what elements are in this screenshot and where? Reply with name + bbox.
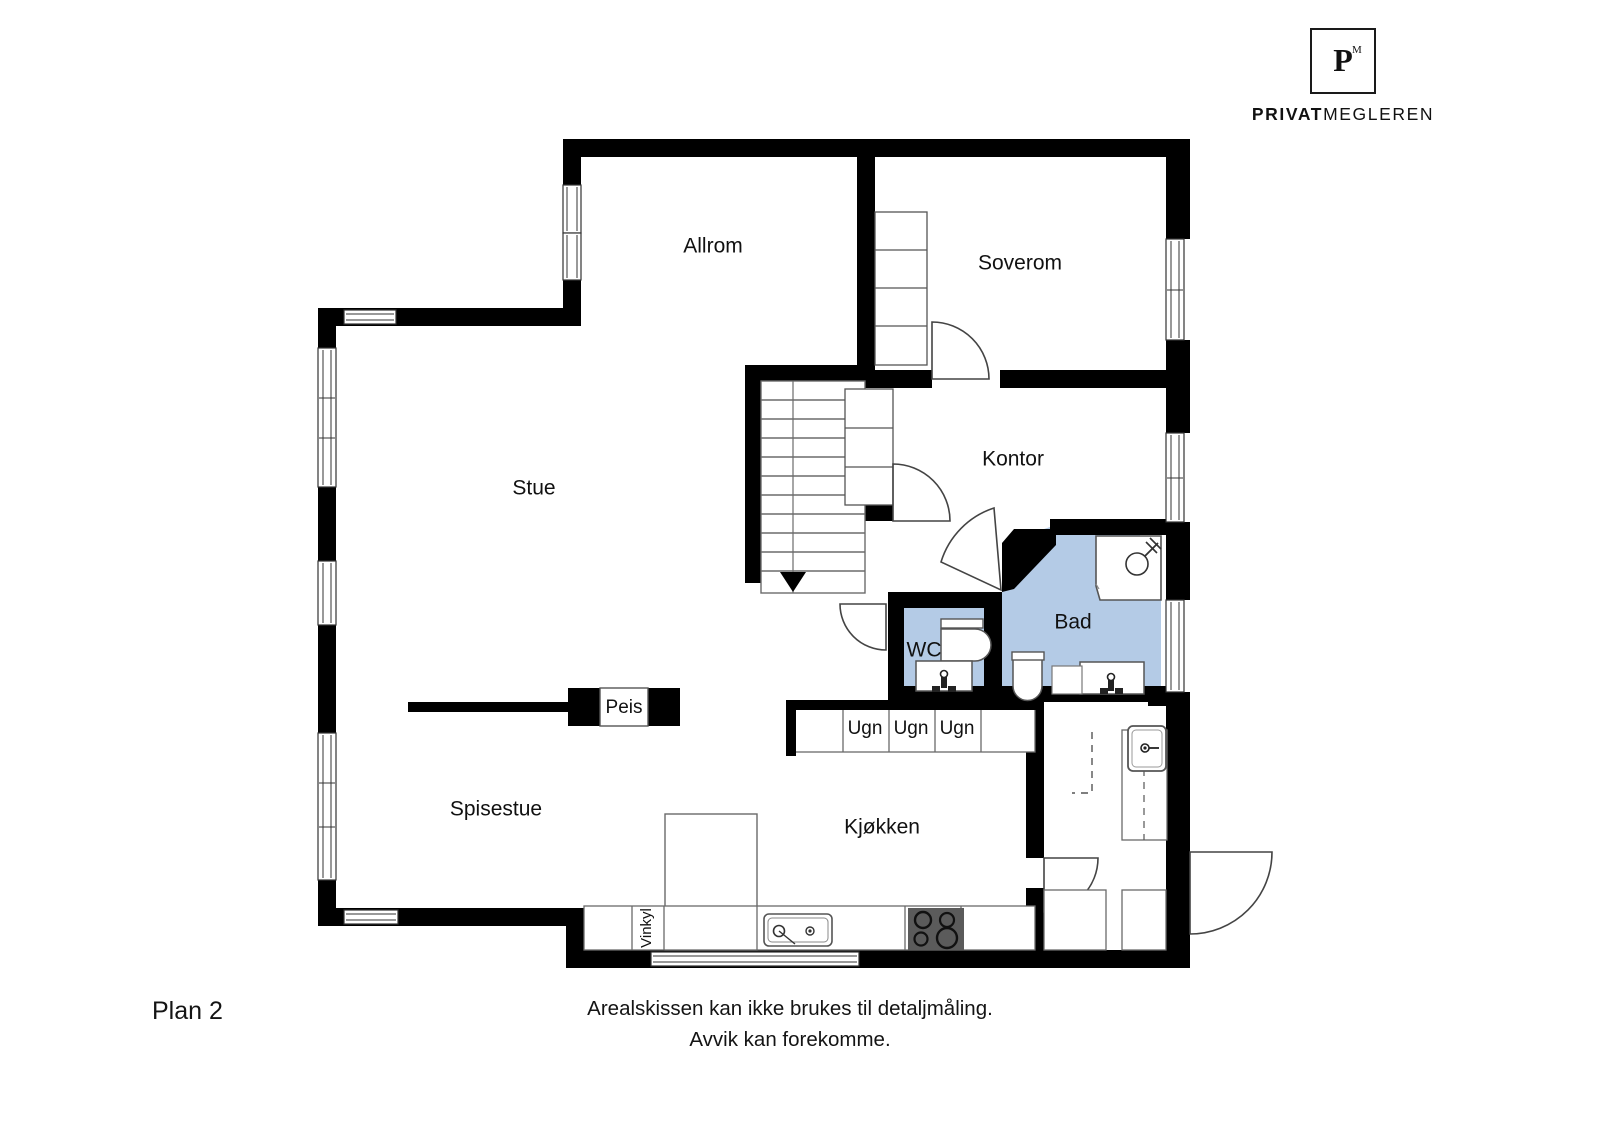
wall-west-seg3 <box>318 625 336 733</box>
wall-west-seg4 <box>318 880 336 926</box>
window-south-kitchen <box>650 951 860 967</box>
peis-fireplace <box>599 687 649 727</box>
room-label-allrom: Allrom <box>683 235 743 258</box>
logo-mark-icon: P M <box>1310 28 1376 94</box>
wall-nw-jog <box>563 139 581 185</box>
bad-vanity-icon <box>1079 661 1145 695</box>
room-label-bad: Bad <box>1054 611 1091 634</box>
wall-wc-east <box>984 592 1002 702</box>
cooktop-icon <box>908 908 964 950</box>
wall-upper-left-horiz2 <box>388 308 563 326</box>
bad-toilet-icon <box>1011 651 1045 702</box>
window-west-3 <box>317 732 337 881</box>
bathroom-fixtures <box>1011 535 1162 702</box>
window-east-soverom <box>1165 238 1185 341</box>
wall-wc-north <box>888 592 1002 608</box>
fixture-label-vinkyl: Vinkyl <box>638 908 655 948</box>
hall-cabinet-left <box>1043 889 1107 951</box>
disclaimer-text: Arealskissen kan ikke brukes til detaljm… <box>470 993 1110 1055</box>
wall-south-step <box>566 908 584 968</box>
room-label-wc: WC <box>907 639 942 662</box>
fixture-label-ugn-3: Ugn <box>940 718 975 739</box>
wall-hall-stub-a <box>1148 700 1166 706</box>
logo-word-light: MEGLEREN <box>1323 104 1435 124</box>
window-nw-lower <box>562 232 582 281</box>
fixture-labels: Peis Ugn Ugn Ugn Vinkyl <box>606 697 975 948</box>
window-east-kontor <box>1165 432 1185 523</box>
disclaimer-line-1: Arealskissen kan ikke brukes til detaljm… <box>587 997 993 1020</box>
wall-bad-north <box>1050 519 1166 535</box>
logo-wordmark: PRIVATMEGLEREN <box>1252 104 1434 125</box>
window-nw-upper <box>562 184 582 234</box>
peis-block-left <box>568 688 602 726</box>
wc-sink-icon <box>915 660 973 692</box>
entry-hall-fixtures <box>1043 725 1168 951</box>
door-wc <box>839 603 887 651</box>
wall-north <box>563 139 1190 157</box>
wall-south-right <box>1036 950 1190 968</box>
hall-sink-icon <box>1127 725 1167 772</box>
wall-east-mid3 <box>1166 692 1190 950</box>
door-bad <box>940 506 1002 592</box>
room-label-kjokken: Kjøkken <box>844 816 920 839</box>
wall-east-mid2 <box>1166 522 1190 600</box>
room-label-spisestue: Spisestue <box>450 798 542 821</box>
wall-west-seg2 <box>318 487 336 561</box>
plan-title: Plan 2 <box>152 997 223 1025</box>
door-soverom <box>931 321 990 380</box>
wc-fixtures <box>915 618 992 692</box>
peis-block-right <box>646 688 680 726</box>
logo-word-bold: PRIVAT <box>1251 104 1324 124</box>
windows <box>317 184 1185 967</box>
wc-toilet-icon <box>940 618 992 662</box>
stair-down-arrow-icon <box>780 572 806 592</box>
disclaimer-line-2: Avvik kan forekomme. <box>689 1028 891 1051</box>
kitchen-cabinets <box>583 700 1036 951</box>
wall-soverom-south-b <box>1000 370 1166 388</box>
logo-letter-m: M <box>1352 44 1362 56</box>
door-entrance <box>1189 851 1273 935</box>
door-kontor-hall <box>892 463 951 522</box>
window-southwest <box>343 909 399 925</box>
kitchen-sink-icon <box>763 913 833 947</box>
wardrobe-dashed <box>1072 732 1093 794</box>
wall-wc-west <box>888 592 904 702</box>
room-label-stue: Stue <box>512 477 555 500</box>
wall-hall-south-a <box>857 505 893 521</box>
logo-letter-p: P <box>1333 41 1353 78</box>
window-west-1 <box>317 347 337 488</box>
wall-stair-west <box>745 365 761 583</box>
fixture-label-peis: Peis <box>606 697 643 718</box>
room-labels: Allrom Soverom Stue Kontor Bad WC Spises… <box>450 235 1092 839</box>
wall-south-left2 <box>398 908 584 926</box>
staircase-landing <box>844 388 894 506</box>
fixture-label-ugn-2: Ugn <box>894 718 929 739</box>
wall-east-top <box>1166 139 1190 239</box>
window-upper-left-horizontal <box>343 309 397 325</box>
bad-counter <box>1051 665 1083 695</box>
wall-allrom-soverom <box>857 139 875 379</box>
window-west-2 <box>317 560 337 626</box>
wall-stair-north <box>745 365 875 381</box>
shower-icon <box>1095 535 1162 601</box>
window-east-bad <box>1165 599 1185 693</box>
staircase-upper <box>874 211 928 366</box>
fixture-label-ugn-1: Ugn <box>848 718 883 739</box>
wall-nw-jog2 <box>563 280 581 326</box>
hall-cabinet-right <box>1121 889 1167 951</box>
wall-soverom-south-a <box>857 370 932 388</box>
peis-chimney-line <box>408 702 568 712</box>
wall-east-mid1 <box>1166 340 1190 433</box>
room-label-soverom: Soverom <box>978 252 1062 275</box>
room-label-kontor: Kontor <box>982 448 1044 471</box>
privatmegleren-logo: P M PRIVATMEGLEREN <box>1238 28 1448 128</box>
wall-bad-diag-nw <box>1002 529 1056 592</box>
